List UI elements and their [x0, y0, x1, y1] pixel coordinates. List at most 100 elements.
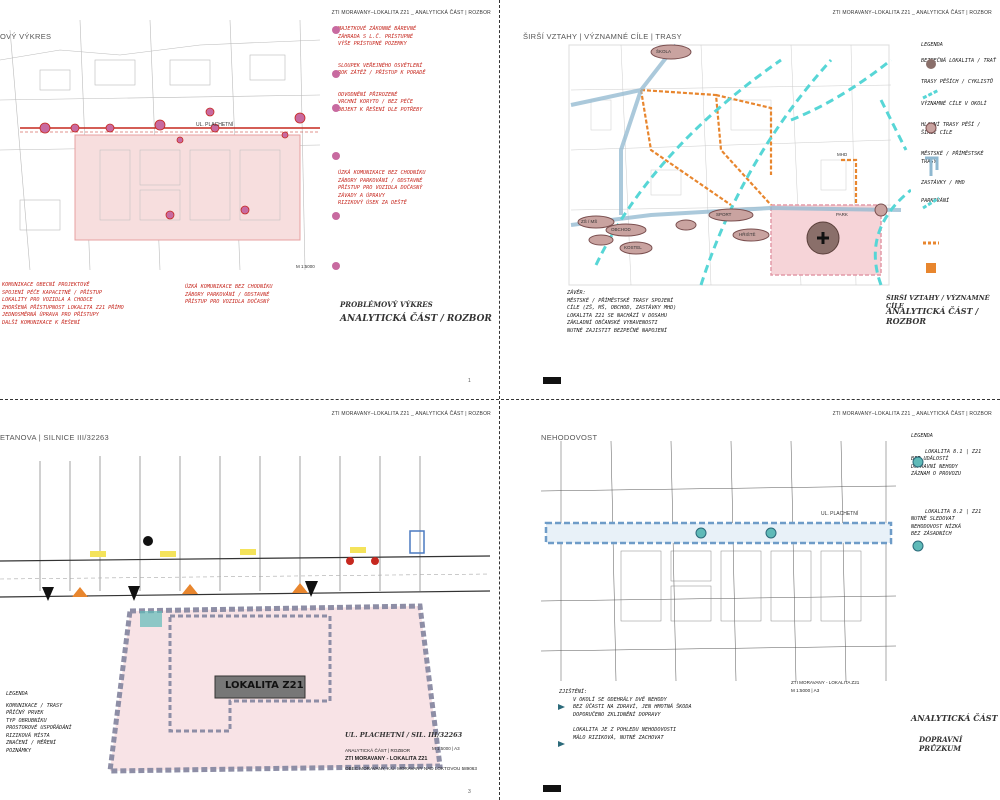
legend-note: DOPRAVNÍ NEHODY — [911, 463, 958, 470]
note-line: VRCHNÍ KORYTO / BEZ PÉČE — [338, 99, 413, 105]
note-line: MAJETKOVÉ ZÁKONNÉ BÁREVNÉ — [338, 26, 417, 32]
stamp-line-2: DOPRAVNÍ PRŮZKUM — [919, 735, 963, 753]
conclusion-line: LOKALITA JE Z POHLEDU NEHODOVOSTI — [573, 727, 677, 733]
legend-item: BEZPEČNÁ LOKALITA / TRAŤ — [921, 57, 996, 64]
sheet-problem-map: ZTI MORAVANY–LOKALITA Z21 _ ANALYTICKÁ Č… — [0, 0, 499, 399]
accident-map — [540, 440, 897, 682]
note-line: ZÁVĚR: — [567, 290, 586, 296]
stamp-text: ANALYTICKÁ ČÁST / ROZBOR — [340, 314, 492, 324]
footer-line: OBEC MORAVANY, K.Ú. MORAVANY NAD LOKTOVO… — [345, 766, 477, 771]
map-scale: M 1:5000 | A3 — [432, 746, 460, 751]
wider-relations-map — [568, 43, 911, 286]
legend-item: ZASTÁVKY / MHD — [921, 180, 965, 186]
sheet-title: NEHODOVOST — [541, 433, 598, 442]
legend-item: RIZIKOVÁ MÍSTA — [6, 732, 50, 739]
target-label: ZŠ / MŠ — [581, 219, 598, 224]
signoff-label: PROBLÉMOVÝ VÝKRES — [340, 300, 433, 309]
horizontal-divider — [0, 399, 1000, 402]
legend-note: ZÁZNAM O PROVOZU — [911, 471, 961, 477]
footer-line: ZTI MORAVANY - LOKALITA Z21 — [345, 756, 428, 762]
conclusion-notes: ZÁVĚR: MĚSTSKÉ / PŘÍMĚSTSKÉ TRASY SPOJEN… — [567, 290, 752, 335]
note-line: CÍLE (ZŠ, MŠ, OBCHOD, ZASTÁVKY MHD) — [567, 305, 677, 311]
footer-line: M 1:5000 | A3 — [791, 688, 820, 693]
conclusion-line: MÁLO RIZIKOVÁ, NUTNÉ ZACHOVAT — [573, 734, 664, 741]
target-label: KOSTEL — [624, 245, 642, 250]
legend-markers — [912, 456, 924, 552]
sheet-header: ZTI MORAVANY–LOKALITA Z21 _ ANALYTICKÁ Č… — [331, 411, 491, 417]
legend-item: LOKALITA 8.2 | Z21 — [925, 508, 982, 515]
note-line: ÚZKÁ KOMUNIKACE BEZ CHODNÍKU — [338, 170, 426, 176]
legend-note: NUTNÉ SLEDOVAT — [911, 516, 955, 522]
note-line: ZÁVADY A ÚPRAVY — [338, 192, 385, 199]
note-line: ZÁHRADA S L.Č. PRÍSTUPNÉ — [338, 33, 413, 40]
sheet-header: ZTI MORAVANY–LOKALITA Z21 _ ANALYTICKÁ Č… — [331, 10, 491, 16]
legend-item: POZNÁMKY — [6, 747, 31, 754]
note-line: ZÁBORY PARKOVÁNÍ / ODSTAVNÉ — [338, 177, 423, 184]
footer-line: ZTI MORAVANY - LOKALITA Z21 — [791, 680, 860, 685]
note-line: ROK ZÁTĚŽ / PŘÍSTUP K PORADĚ — [338, 70, 426, 76]
map-scale: M 1:5000 — [296, 264, 315, 269]
mid-notes: ÚZKÁ KOMUNIKACE BEZ CHODNÍKU ZÁBORY PARK… — [338, 170, 490, 208]
note-line: LOKALITY PRO VOZIDLA A CHODCE — [2, 297, 93, 303]
note-line: ZÁKLADNÍ OBČANSKÉ VYBAVENOSTI — [567, 320, 658, 326]
target-label: SPORT — [716, 212, 732, 217]
note-line: KOMUNIKACE OBECNÍ PROJEKTOVĚ — [2, 282, 90, 288]
legend-item: VÝZNAMNÉ CÍLE V OKOLÍ — [921, 100, 987, 107]
street-label: UL. PLACHETNÍ — [821, 511, 859, 517]
legend-item: HLAVNÍ TRASY PĚŠÍ / ŠIRŠÍ CÍLE — [921, 122, 981, 136]
legend-title: LEGENDA — [6, 691, 28, 697]
sheet-header: ZTI MORAVANY–LOKALITA Z21 _ ANALYTICKÁ Č… — [832, 411, 992, 417]
street-label: UL. PLACHETNÍ / SIL. III/32263 — [345, 731, 463, 739]
legend-note: NEHODOVOST NÍZKÁ — [911, 523, 961, 530]
note-line: ÚZKÁ KOMUNIKACE BEZ CHODNÍKU — [185, 284, 273, 290]
conclusions-title: ZJIŠTĚNÍ: — [559, 689, 588, 695]
scale-bar — [543, 377, 561, 384]
target-label: MHD — [837, 152, 848, 157]
stamp-line-2: ANALYTICKÁ ČÁST / ROZBOR — [886, 306, 979, 326]
note-line: ZHORŠENÁ PŘÍSTUPNOST LOKALITA Z21 PŘÍMO — [2, 304, 124, 311]
note-line: VÝŠE PRÍSTUPNÉ POZEMKY — [338, 41, 407, 47]
note-line: PŘÍSTUP PRO VOZIDLA DOČASNÝ — [338, 185, 423, 191]
page-number: 3 — [468, 789, 471, 795]
note-line: SPOJENÍ PÉČE KAPACITNĚ / PŘÍSTUP — [2, 289, 102, 296]
legend-item: PŘÍČNÝ PRVEK — [6, 710, 44, 716]
note-line: ZÁBORY PARKOVÁNÍ / ODSTAVNÉ — [185, 291, 270, 298]
street-label: UL. PLACHETNÍ — [196, 122, 234, 128]
sheet-title: OVÝ VÝKRES — [0, 32, 52, 41]
road-analysis-map — [0, 456, 491, 774]
note-line: MĚSTSKÉ / PŘÍMĚSTSKÉ TRASY SPOJENÍ — [567, 297, 674, 304]
legend-item: LOKALITA 8.1 | Z21 — [925, 448, 982, 455]
scale-bar — [543, 785, 561, 792]
target-label: OBCHOD — [611, 227, 631, 232]
legend-symbols — [922, 59, 940, 273]
legend-note: BEZ UDÁLOSTÍ — [911, 456, 949, 462]
conclusions-block: ZJIŠTĚNÍ: V OKOLÍ SE ODEHRÁLY DVĚ NEHODY… — [559, 689, 809, 742]
sheet-title: ŠIRŠÍ VZTAHY | VÝZNAMNÉ CÍLE | TRASY — [523, 32, 682, 41]
note-markers — [332, 26, 340, 270]
note-line: ODVODNĚNÍ PŘIROZENÉ — [338, 91, 398, 98]
note-line: SLOUPEK VEŘEJNÉHO OSVĚTLENÍ — [338, 62, 423, 69]
target-label: ŠKOLA — [656, 49, 672, 54]
sheet-accident-rate: ZTI MORAVANY–LOKALITA Z21 _ ANALYTICKÁ Č… — [501, 401, 1000, 800]
legend-note: BEZ ZÁSADNÍCH — [911, 531, 952, 537]
legend-item: PROSTOROVÉ USPOŘÁDÁNÍ — [6, 725, 72, 731]
legend-item: ZNAČENÍ / MĚŘENÍ — [6, 740, 56, 746]
legend-item: MĚSTSKÉ / PŘÍMĚSTSKÉ TRASY — [921, 151, 984, 165]
legend-item: TRASY PĚŠÍCH / CYKLISTŮ — [921, 79, 993, 85]
note-line: JEDNOSMĚRNÁ ÚPRAVA PRO PŘÍSTUPY — [2, 312, 99, 318]
problem-map-drawing — [0, 19, 321, 271]
stamp-line-1: ŠIRŠÍ VZTAHY / VÝZNAMNÉ CÍLE — [886, 294, 990, 310]
stamp-line-1: ANALYTICKÁ ČÁST — [911, 713, 998, 723]
note-line: OBJEKT K ŘEŠENÍ DLE POTŘEBY — [338, 106, 423, 113]
locality-label: LOKALITA Z21 — [225, 680, 304, 691]
legend-block: LEGENDA KOMUNIKACE / TRASY PŘÍČNÝ PRVEK … — [6, 691, 106, 755]
note-line: LOKALITA Z21 SE NACHÁZÍ V DOSAHU — [567, 312, 667, 319]
right-notes: MAJETKOVÉ ZÁKONNÉ BÁREVNÉ ZÁHRADA S L.Č.… — [338, 26, 490, 114]
bottom-notes: KOMUNIKACE OBECNÍ PROJEKTOVĚ SPOJENÍ PÉČ… — [2, 282, 172, 327]
conclusion-line: V OKOLÍ SE ODEHRÁLY DVĚ NEHODY — [573, 696, 667, 703]
sheet-header: ZTI MORAVANY–LOKALITA Z21 _ ANALYTICKÁ Č… — [832, 10, 992, 16]
legend-title: LEGENDA — [911, 433, 933, 439]
conclusion-line: BEZ ÚČASTI NA ZDRAVÍ, JEN HMOTNÁ ŠKODA — [573, 704, 692, 710]
note-line: DALŠÍ KOMUNIKACE K ŘEŠENÍ — [2, 319, 81, 326]
page-number: 1 — [468, 378, 471, 384]
